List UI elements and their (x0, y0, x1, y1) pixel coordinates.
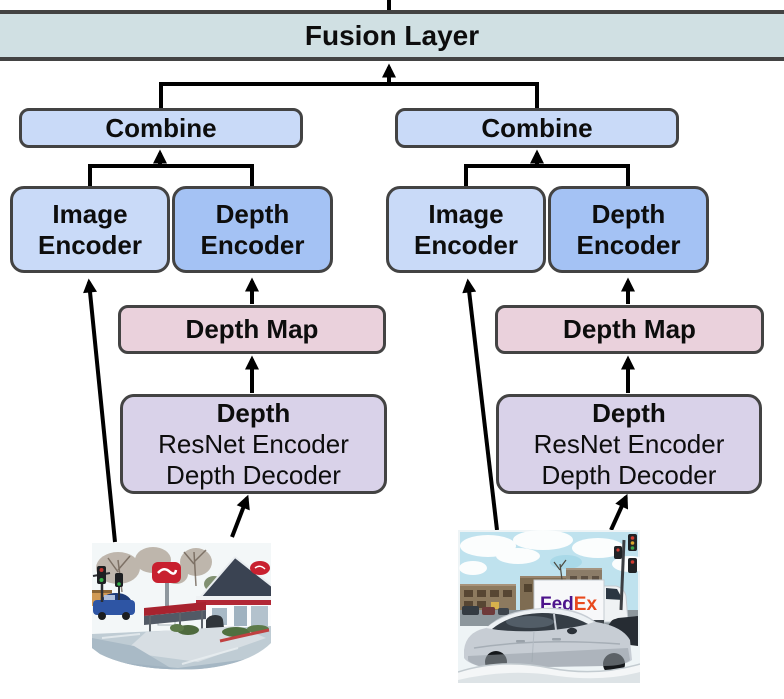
right-encoder-merge-line (464, 164, 630, 188)
depth-encoder-label-line2: Encoder (576, 229, 681, 260)
depth-map-box-left: Depth Map (118, 305, 386, 354)
arrow-left-photo-to-imageencoder (83, 278, 117, 543)
drive-through-car (206, 615, 224, 628)
depth-module-title: Depth (592, 397, 666, 428)
silver-sedan (464, 607, 632, 675)
left-encoder-merge-line (88, 164, 254, 188)
depth-module-title: Depth (216, 397, 291, 428)
depth-map-label: Depth Map (185, 314, 319, 344)
fusion-layer-label: Fusion Layer (304, 19, 480, 51)
depth-encoder-label-line2: Encoder (200, 229, 305, 260)
arrow-right-photo-to-imageencoder (462, 278, 499, 531)
distant-cars (462, 606, 509, 615)
traffic-signals (92, 566, 123, 602)
combine-label: Combine (105, 112, 217, 143)
depth-encoder-label-line1: Depth (591, 198, 666, 229)
image-encoder-label-line1: Image (52, 198, 128, 229)
image-encoder-box-right: Image Encoder (386, 186, 546, 273)
combine-merge-line (159, 82, 539, 110)
clouds (459, 530, 640, 575)
side-mirror (567, 627, 577, 635)
depth-encoder-box-right: Depth Encoder (548, 186, 709, 273)
depth-module-line2: ResNet Encoder (533, 428, 725, 459)
image-encoder-label-line2: Encoder (37, 229, 143, 260)
depth-encoder-box-left: Depth Encoder (172, 186, 333, 273)
depth-module-box-right: Depth ResNet Encoder Depth Decoder (496, 394, 762, 494)
image-encoder-label-line2: Encoder (413, 229, 519, 260)
image-encoder-label-line1: Image (428, 198, 504, 229)
red-curb (219, 628, 270, 643)
blue-car (93, 593, 135, 620)
drive-through-awning (144, 602, 206, 616)
depth-module-box-left: Depth ResNet Encoder Depth Decoder (120, 394, 387, 494)
image-encoder-box-left: Image Encoder (10, 186, 170, 273)
combine-box-left: Combine (19, 108, 303, 148)
bushes (170, 624, 269, 637)
depth-module-line2: ResNet Encoder (158, 428, 349, 459)
arrow-left-photo-to-depthmodule (230, 494, 250, 538)
sky-patch (550, 555, 582, 569)
depth-map-box-right: Depth Map (495, 305, 764, 354)
depth-module-line3: Depth Decoder (166, 459, 341, 490)
depth-encoder-label-line1: Depth (215, 198, 290, 229)
input-photo-left-street-scene (92, 543, 271, 670)
combine-box-right: Combine (395, 108, 679, 148)
combine-label: Combine (481, 112, 593, 143)
fusion-layer-box: Fusion Layer (0, 10, 784, 61)
arrow-right-photo-to-depthmodule (609, 493, 629, 531)
input-photo-right-street-scene: FedEx (458, 530, 640, 683)
traffic-signal-pole (614, 534, 637, 611)
depth-map-label: Depth Map (563, 314, 696, 344)
depth-module-line3: Depth Decoder (541, 459, 717, 490)
ego-vehicle-hood (458, 663, 640, 683)
